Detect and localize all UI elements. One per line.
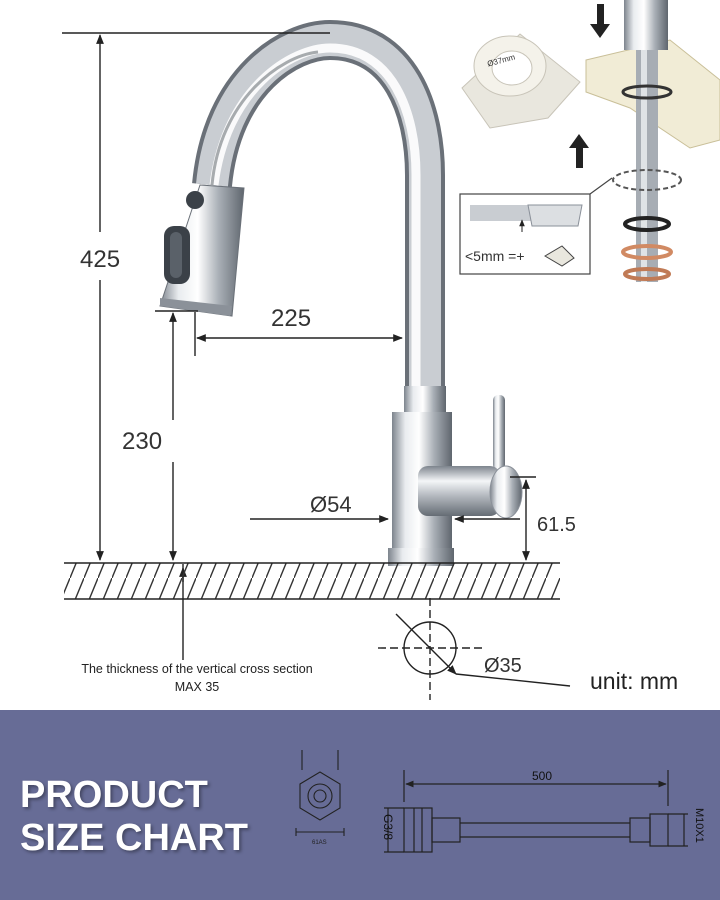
product-title-line2: SIZE CHART: [20, 817, 248, 859]
handle: [418, 395, 523, 519]
note-line1: The thickness of the vertical cross sect…: [81, 662, 313, 676]
countertop-section: [64, 562, 560, 600]
sink-gap-inset: <5mm =+: [459, 177, 613, 275]
hose-length-label: 500: [532, 769, 552, 783]
faucet-illustration: [159, 19, 523, 566]
note-line2: MAX 35: [174, 680, 220, 694]
product-title: PRODUCT SIZE CHART: [20, 774, 248, 860]
dim-spout-height: 230: [122, 428, 162, 455]
hose-diagram-canvas: 61AS 500 G3/8 M10X1: [295, 750, 705, 853]
hose-line-diagram: [384, 770, 688, 853]
gap-label: <5mm =+: [465, 248, 525, 264]
bottom-panel: [0, 710, 720, 900]
dim-total-height: 425: [80, 246, 120, 273]
cross-section-note: The thickness of the vertical cross sect…: [22, 660, 372, 696]
pipe-install-inset: [569, 0, 720, 282]
dim-spout-reach: 225: [271, 305, 311, 332]
arrow-up-icon: [569, 134, 589, 168]
outlet-thread-label: M10X1: [693, 808, 705, 843]
product-title-line1: PRODUCT: [20, 774, 208, 816]
dimension-lines: [62, 32, 536, 660]
dim-hole-diameter: Ø35: [484, 655, 522, 677]
spray-head: [159, 184, 245, 317]
mounting-ring-inset: Ø37mm: [461, 33, 581, 129]
dim-base-diameter: Ø54: [310, 492, 352, 517]
nut-size-label: 61AS: [312, 840, 327, 846]
arrow-down-icon: [590, 4, 610, 38]
inlet-thread-label: G3/8: [381, 814, 395, 840]
unit-label: unit: mm: [590, 668, 679, 694]
nut-diagram: [295, 750, 345, 836]
mounting-hole-diagram: [378, 598, 571, 700]
dim-handle-height: 61.5: [537, 514, 576, 536]
